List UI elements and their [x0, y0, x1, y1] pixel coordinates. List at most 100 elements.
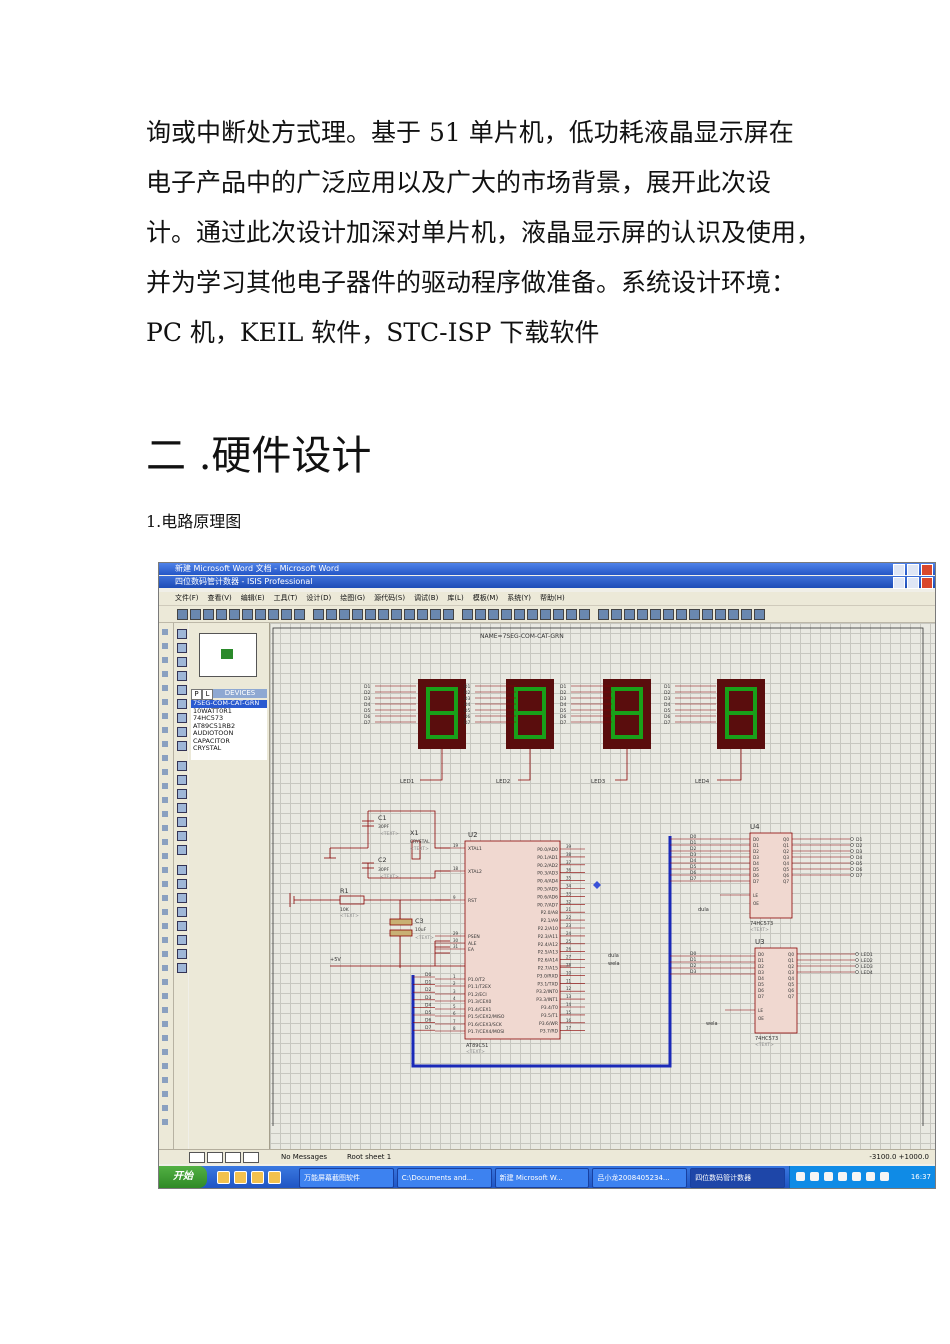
- toolbar-button-icon[interactable]: [741, 609, 752, 620]
- toolbar-button-icon[interactable]: [553, 609, 564, 620]
- tray-icon[interactable]: [852, 1172, 861, 1181]
- device-item[interactable]: AUDIOTOON: [193, 730, 234, 737]
- tool-icon[interactable]: [177, 893, 187, 903]
- menu-item[interactable]: 库(L): [447, 594, 464, 602]
- quick-launch-icon[interactable]: [234, 1171, 247, 1184]
- tool-icon[interactable]: [177, 963, 187, 973]
- toolbar-button-icon[interactable]: [598, 609, 609, 620]
- tool-icon[interactable]: [177, 907, 187, 917]
- toolbar-button-icon[interactable]: [566, 609, 577, 620]
- toolbar-button-icon[interactable]: [611, 609, 622, 620]
- minimize-icon[interactable]: [893, 577, 905, 589]
- tool-icon[interactable]: [177, 685, 187, 695]
- tool-icon[interactable]: [177, 921, 187, 931]
- tool-icon[interactable]: [177, 629, 187, 639]
- tool-icon[interactable]: [177, 817, 187, 827]
- device-item[interactable]: 10WATT0R1: [193, 707, 232, 715]
- minimize-icon[interactable]: [893, 564, 905, 576]
- menu-item[interactable]: 源代码(S): [374, 594, 406, 602]
- menu-item[interactable]: 文件(F): [175, 594, 199, 602]
- tool-icon[interactable]: [177, 831, 187, 841]
- tool-icon[interactable]: [177, 699, 187, 709]
- tray-icon[interactable]: [880, 1172, 889, 1181]
- tool-icon[interactable]: [177, 643, 187, 653]
- device-item[interactable]: CAPACITOR: [193, 737, 230, 745]
- toolbar-button-icon[interactable]: [488, 609, 499, 620]
- menu-item[interactable]: 查看(V): [207, 594, 232, 602]
- pick-device-button[interactable]: P: [191, 689, 202, 700]
- menu-item[interactable]: 设计(D): [306, 594, 332, 602]
- toolbar-button-icon[interactable]: [294, 609, 305, 620]
- toolbar-button-icon[interactable]: [177, 609, 188, 620]
- toolbar-button-icon[interactable]: [676, 609, 687, 620]
- menu-item[interactable]: 调试(B): [414, 594, 439, 602]
- tool-icon[interactable]: [177, 865, 187, 875]
- tool-icon[interactable]: [177, 761, 187, 771]
- toolbar-button-icon[interactable]: [702, 609, 713, 620]
- menu-item[interactable]: 帮助(H): [539, 594, 565, 602]
- close-icon[interactable]: [921, 564, 933, 576]
- toolbar-button-icon[interactable]: [650, 609, 661, 620]
- task-button[interactable]: C:\Documents and...: [396, 1168, 492, 1188]
- tool-icon[interactable]: [177, 713, 187, 723]
- seven-seg-display-3[interactable]: [603, 679, 651, 749]
- task-button[interactable]: 四位数码管计数器: [690, 1168, 785, 1188]
- toolbar-button-icon[interactable]: [268, 609, 279, 620]
- tray-icon[interactable]: [866, 1172, 875, 1181]
- tray-icon[interactable]: [796, 1172, 805, 1181]
- tray-icon[interactable]: [824, 1172, 833, 1181]
- task-button[interactable]: 吕小龙2008405234...: [592, 1168, 688, 1188]
- seven-seg-display-1[interactable]: [418, 679, 466, 749]
- menu-item[interactable]: 系统(Y): [507, 594, 531, 602]
- menu-item[interactable]: 绘图(G): [340, 594, 366, 602]
- menu-item[interactable]: 编辑(E): [240, 594, 265, 602]
- toolbar-button-icon[interactable]: [281, 609, 292, 620]
- toolbar-button-icon[interactable]: [378, 609, 389, 620]
- overview-window[interactable]: [199, 633, 257, 677]
- task-button[interactable]: 新建 Microsoft W...: [494, 1168, 590, 1188]
- toolbar-button-icon[interactable]: [313, 609, 324, 620]
- toolbar-button-icon[interactable]: [475, 609, 486, 620]
- toolbar-button-icon[interactable]: [715, 609, 726, 620]
- start-button[interactable]: 开始: [159, 1166, 207, 1188]
- u3-latch[interactable]: [754, 947, 798, 1034]
- toolbar-button-icon[interactable]: [579, 609, 590, 620]
- stop-icon[interactable]: [243, 1152, 259, 1163]
- tool-icon[interactable]: [177, 845, 187, 855]
- tool-icon[interactable]: [177, 949, 187, 959]
- tray-icon[interactable]: [810, 1172, 819, 1181]
- device-item[interactable]: 74HC573: [193, 715, 224, 722]
- toolbar-button-icon[interactable]: [637, 609, 648, 620]
- tool-icon[interactable]: [177, 803, 187, 813]
- tool-icon[interactable]: [177, 935, 187, 945]
- device-item[interactable]: CRYSTAL: [193, 745, 222, 752]
- seven-seg-display-4[interactable]: [717, 679, 765, 749]
- toolbar-button-icon[interactable]: [514, 609, 525, 620]
- tool-icon[interactable]: [177, 727, 187, 737]
- tool-icon[interactable]: [177, 657, 187, 667]
- schematic-canvas[interactable]: NAME=7SEG-COM-CAT-GRN: [270, 623, 935, 1150]
- toolbar-button-icon[interactable]: [326, 609, 337, 620]
- device-item[interactable]: AT89C51RB2: [193, 722, 236, 730]
- menu-item[interactable]: 模板(M): [472, 594, 499, 602]
- tool-icon[interactable]: [177, 775, 187, 785]
- step-icon[interactable]: [207, 1152, 223, 1163]
- toolbar-button-icon[interactable]: [339, 609, 350, 620]
- tray-icon[interactable]: [838, 1172, 847, 1181]
- toolbar-button-icon[interactable]: [255, 609, 266, 620]
- quick-launch-icon[interactable]: [268, 1171, 281, 1184]
- toolbar-button-icon[interactable]: [352, 609, 363, 620]
- maximize-icon[interactable]: [907, 577, 919, 589]
- u2-microcontroller[interactable]: [464, 840, 561, 1040]
- tool-icon[interactable]: [177, 789, 187, 799]
- toolbar-button-icon[interactable]: [203, 609, 214, 620]
- library-button[interactable]: L: [202, 689, 213, 700]
- toolbar-button-icon[interactable]: [689, 609, 700, 620]
- toolbar-button-icon[interactable]: [391, 609, 402, 620]
- toolbar-button-icon[interactable]: [229, 609, 240, 620]
- toolbar-button-icon[interactable]: [624, 609, 635, 620]
- toolbar-button-icon[interactable]: [663, 609, 674, 620]
- quick-launch-icon[interactable]: [217, 1171, 230, 1184]
- u4-latch[interactable]: [749, 832, 793, 919]
- play-icon[interactable]: [189, 1152, 205, 1163]
